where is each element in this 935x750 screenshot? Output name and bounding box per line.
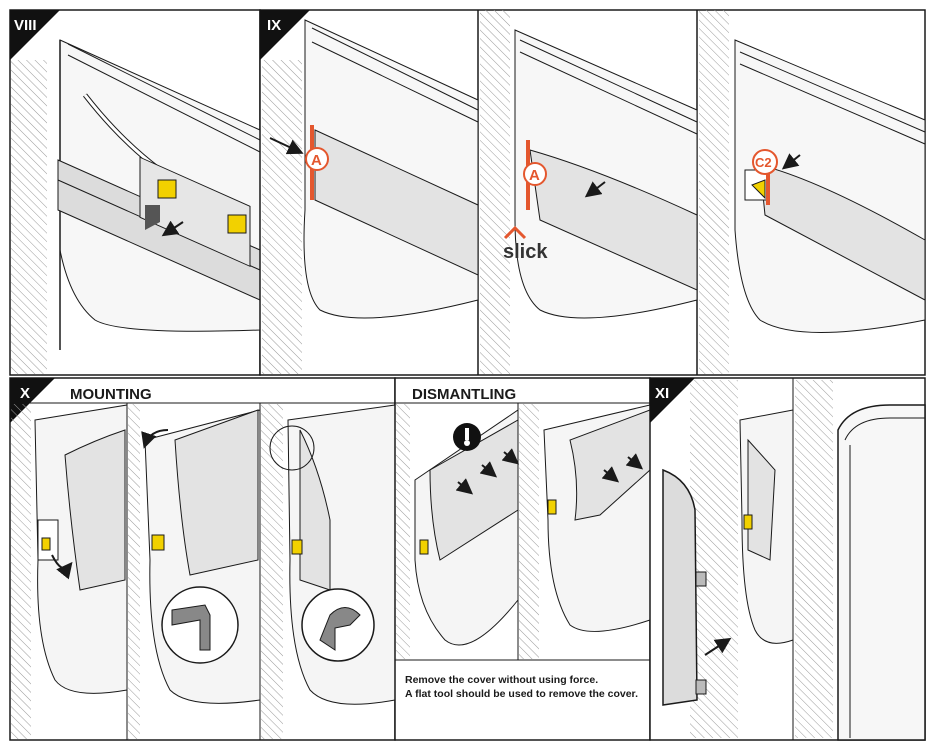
callout-c2: C2 [752,149,778,175]
panel-label: VIII [14,17,37,34]
svg-text:slick: slick [503,241,548,263]
note-line-2: A flat tool should be used to remove the… [405,688,638,700]
arrow-icon [601,466,620,483]
led-chip-icon [157,179,247,234]
panel-viii: VIII [9,9,261,376]
arrow-icon [479,461,498,478]
arrow-icon [501,448,520,465]
callout-a: A [305,147,329,171]
callout-a: A [523,162,547,186]
panel-label: IX [267,17,281,34]
panel-label: XI [655,385,669,402]
arrow-icon [455,478,474,495]
section-title-dismantling: DISMANTLING [412,386,516,403]
panel-ix: A IX A slick C2 [259,9,926,376]
corner-badge [10,10,60,60]
arrow-icon [625,453,644,470]
note-line-1: Remove the cover without using force. [405,674,598,686]
panel-dismantling: DISMANTLING Remove the cover without usi… [394,377,651,741]
svg-text:C2: C2 [755,155,772,170]
svg-text:A: A [311,152,322,169]
spatula-tool-icon [453,423,481,451]
arrow-icon [781,153,801,170]
section-title-mounting: MOUNTING [70,386,152,403]
zoom-detail [269,425,315,471]
panel-x: X MOUNTING [9,377,396,741]
arrow-icon [269,137,304,155]
end-cap-part [662,468,707,706]
arrow-icon [161,220,184,237]
arrow-icon [584,181,606,198]
panel-label: X [20,385,30,402]
panel-xi: XI [649,377,926,741]
slick-sound-icon: slick [503,225,548,263]
svg-text:A: A [529,167,540,184]
arrow-icon [704,637,732,656]
